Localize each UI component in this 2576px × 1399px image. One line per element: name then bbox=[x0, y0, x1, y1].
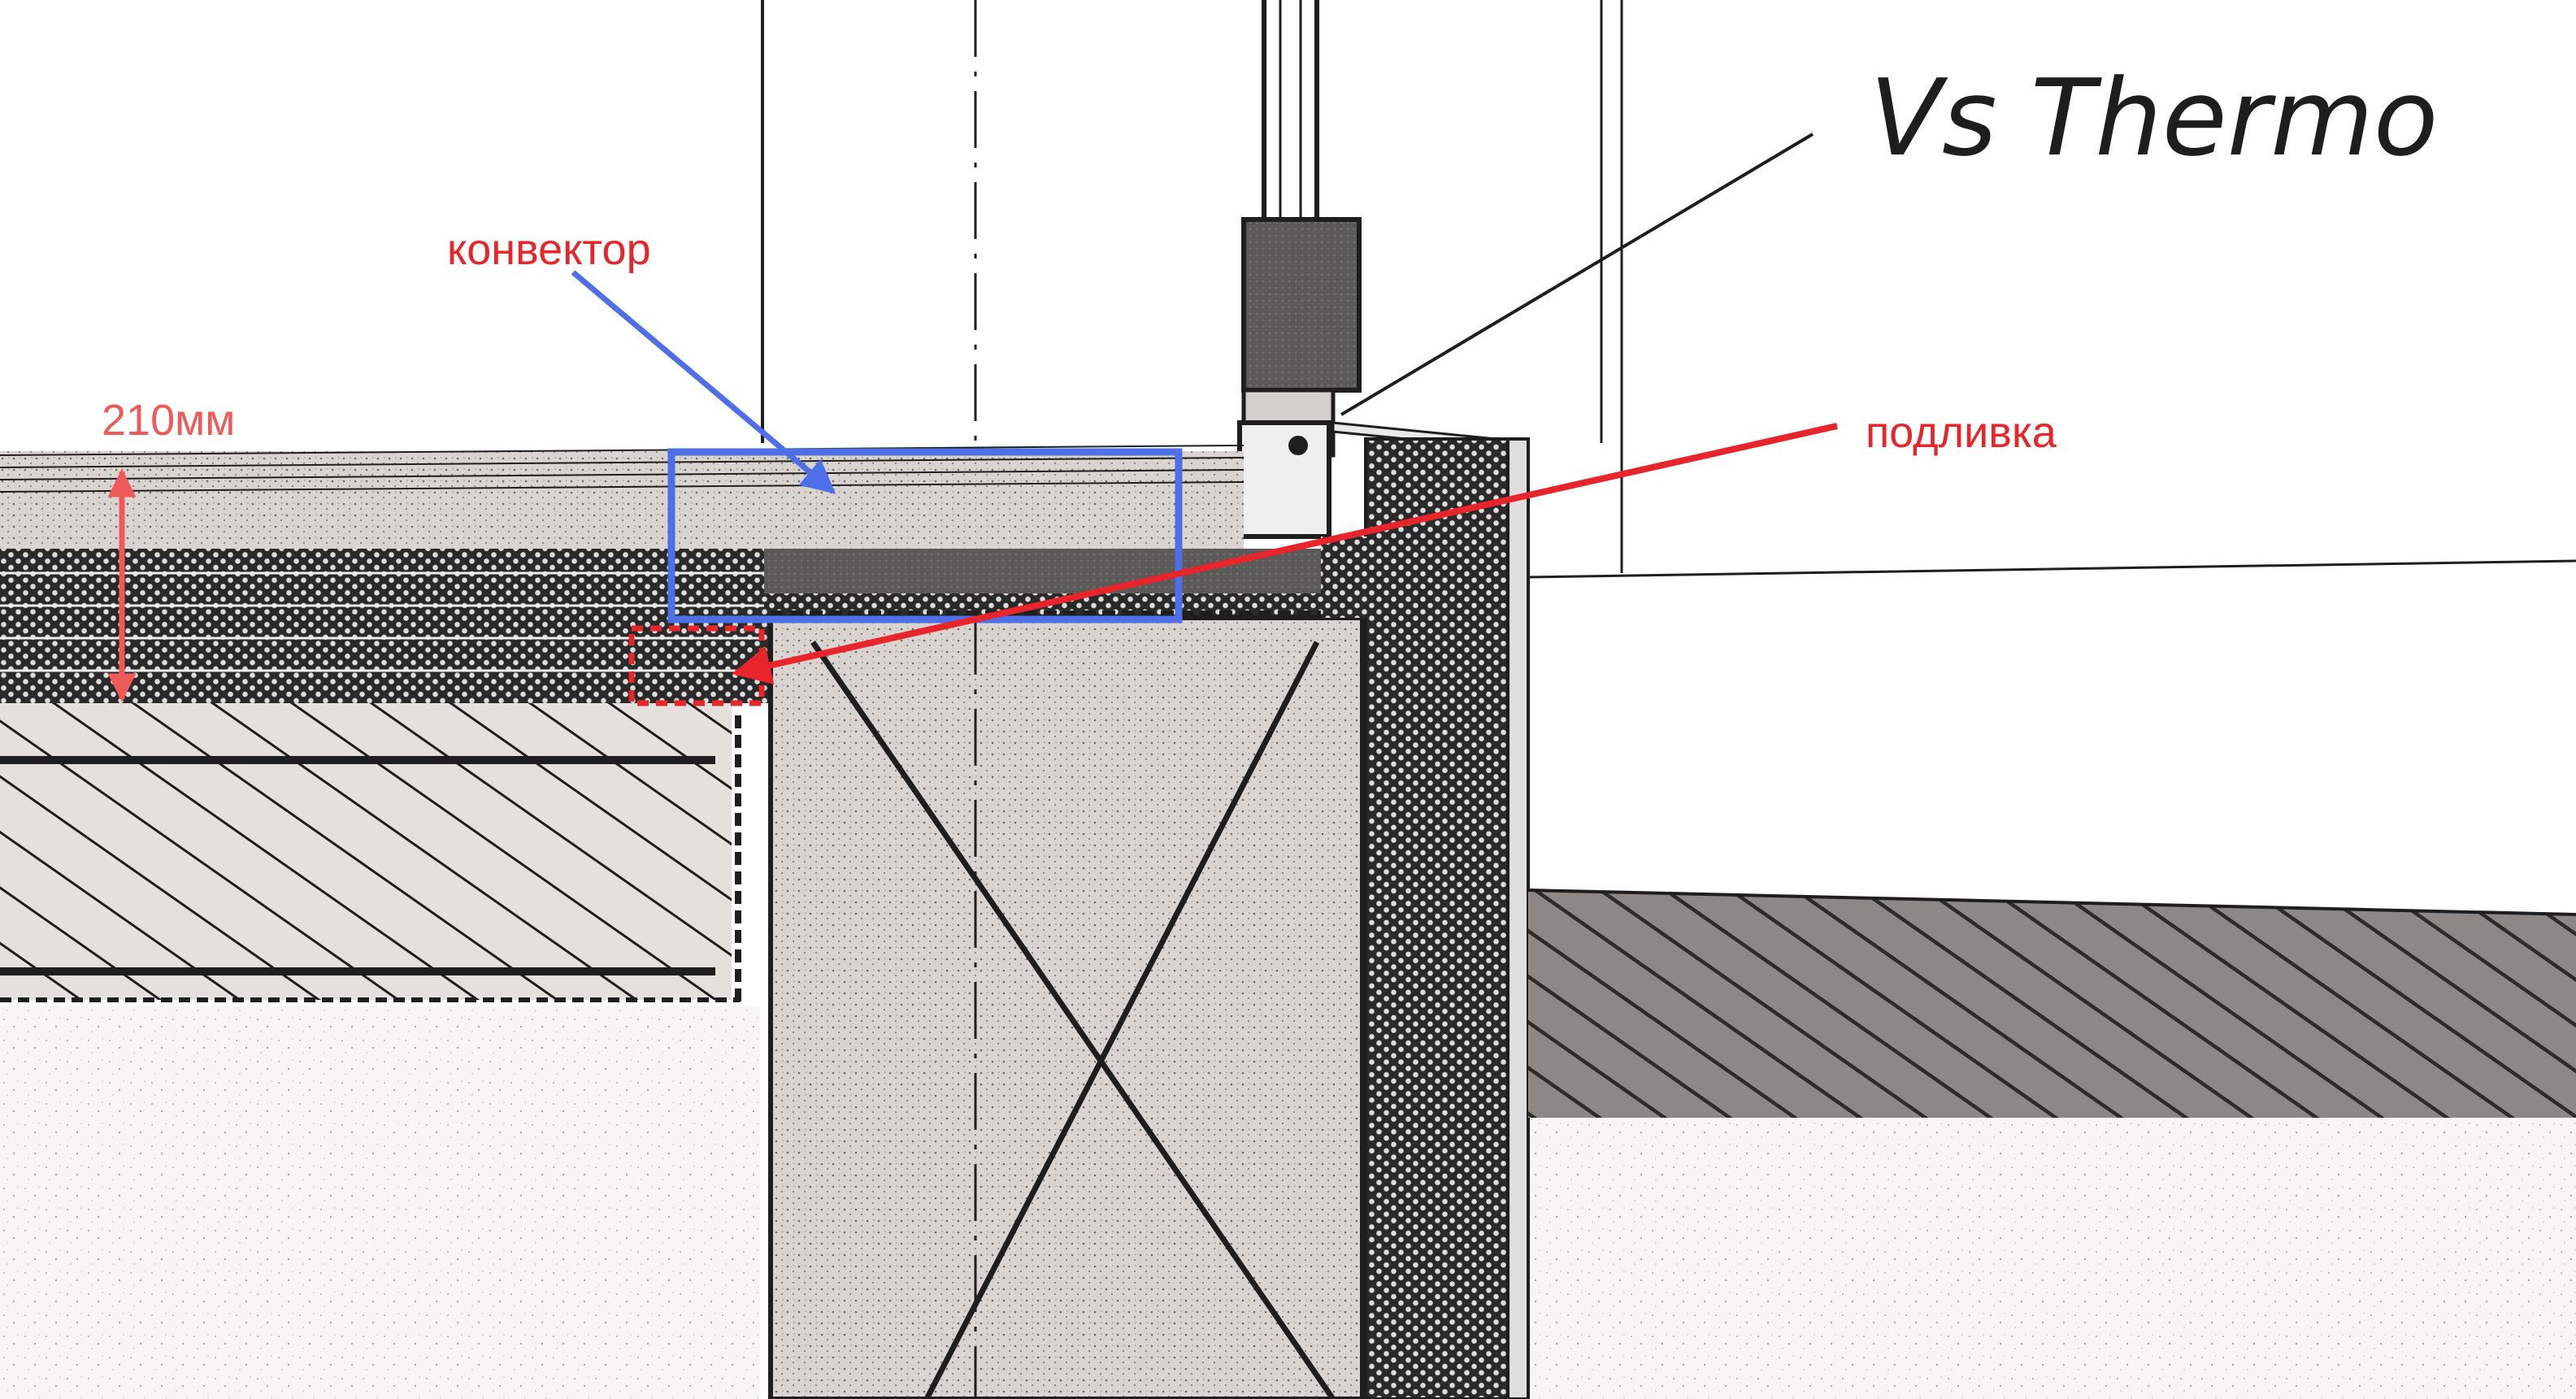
floor-screed-layer bbox=[0, 451, 1244, 549]
convector-label: конвектор bbox=[447, 225, 651, 274]
floor-finish-lines bbox=[0, 445, 1245, 493]
window-frame bbox=[1237, 0, 1362, 539]
plinth-render bbox=[1506, 437, 1530, 1399]
convector-highlight-box bbox=[667, 448, 1183, 623]
grout-highlight-box bbox=[628, 625, 765, 706]
foundation-cross-2 bbox=[923, 641, 1320, 1399]
convector-arrow bbox=[571, 270, 836, 494]
perimeter-insulation bbox=[1364, 437, 1510, 1399]
ground-sand-right bbox=[1528, 1118, 2576, 1399]
concrete-slab bbox=[0, 703, 732, 1000]
grout-label: подливка bbox=[1866, 408, 2057, 457]
ground-surface-line bbox=[1527, 888, 2576, 916]
grout-arrow bbox=[732, 423, 1838, 684]
exterior-ground-fill bbox=[1528, 890, 2576, 1118]
vs-thermo-label: Vs Thermo bbox=[1870, 56, 2438, 180]
insulation-cap bbox=[1321, 537, 1378, 618]
vs-thermo-leader bbox=[1340, 133, 1814, 416]
base-sand-fill bbox=[0, 1006, 760, 1399]
convector-trough bbox=[764, 549, 1333, 593]
thickness-label: 210мм bbox=[102, 396, 235, 445]
facade-line bbox=[1527, 559, 2576, 579]
slab-rebar bbox=[0, 756, 715, 975]
foundation-cross-1 bbox=[810, 641, 1336, 1399]
